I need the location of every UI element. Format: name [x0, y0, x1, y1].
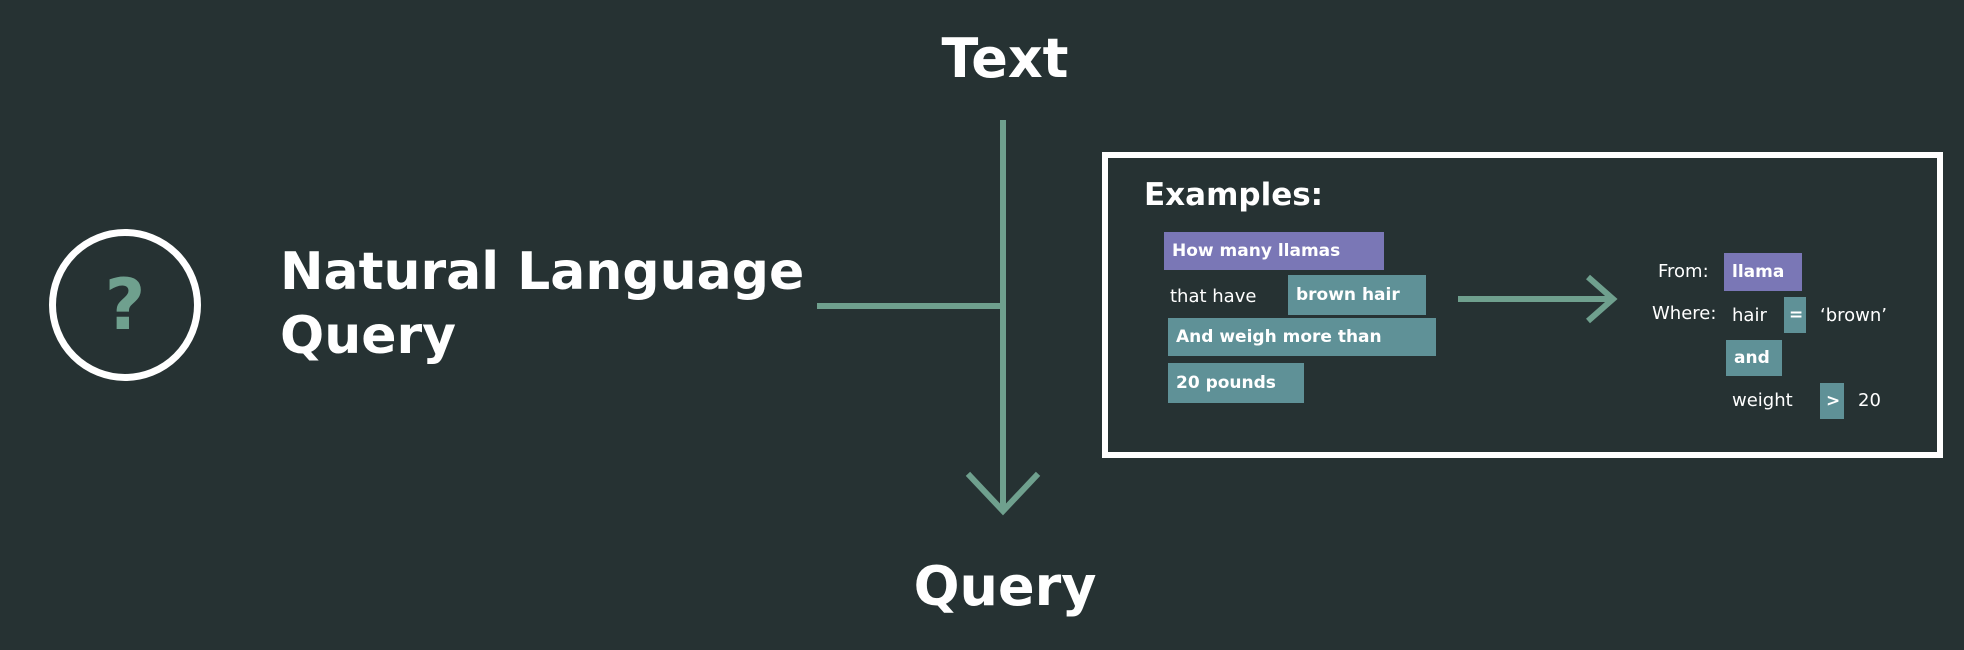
condition-1-value: ‘brown’ — [1820, 305, 1888, 326]
and-joiner: and — [1726, 340, 1782, 376]
text-label: Text — [941, 27, 1069, 90]
phrase-that-have: that have — [1170, 286, 1257, 307]
phrase-and-weigh-more-than: And weigh more than — [1168, 318, 1436, 356]
condition-1-operator: = — [1784, 297, 1806, 333]
question-icon: ? — [49, 229, 201, 381]
condition-2-value: 20 — [1858, 390, 1881, 411]
condition-2-field: weight — [1732, 390, 1793, 411]
condition-2-operator: > — [1820, 383, 1844, 419]
phrase-20-pounds: 20 pounds — [1168, 363, 1304, 403]
down-arrow-head — [965, 471, 1041, 516]
from-label: From: — [1658, 261, 1709, 282]
nlq-line-1: Natural Language — [280, 242, 805, 302]
natural-language-query-label: Natural Language Query — [280, 240, 820, 368]
condition-1-field: hair — [1732, 305, 1767, 326]
question-mark: ? — [104, 264, 146, 346]
from-value-llama: llama — [1724, 253, 1802, 291]
examples-title: Examples: — [1144, 177, 1324, 213]
nlq-line-2: Query — [280, 306, 457, 366]
where-label: Where: — [1652, 303, 1717, 324]
phrase-brown-hair: brown hair — [1288, 275, 1426, 315]
phrase-how-many-llamas: How many llamas — [1164, 232, 1384, 270]
example-arrow-head — [1586, 274, 1618, 324]
examples-box — [1102, 152, 1943, 458]
query-label: Query — [913, 555, 1097, 618]
